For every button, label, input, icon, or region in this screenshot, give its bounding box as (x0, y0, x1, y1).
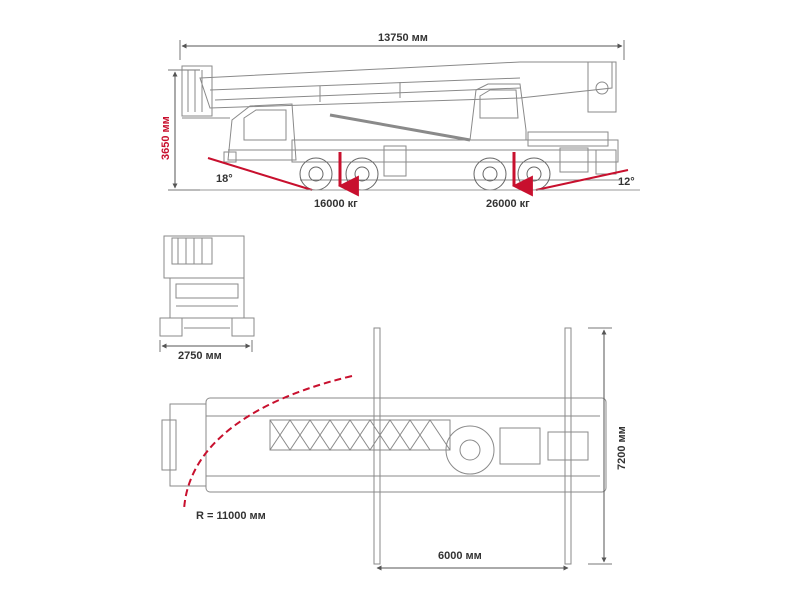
front-view (159, 235, 255, 352)
approach-angle-label: 18° (216, 173, 233, 185)
front-cab (169, 403, 207, 487)
departure-angle-label: 12° (618, 176, 635, 188)
side-view-annotations (200, 152, 640, 197)
outrigger-span-length-label: 6000 мм (438, 550, 482, 562)
boom (181, 61, 617, 119)
turning-radius-arc (183, 375, 353, 511)
outriggers (373, 327, 572, 565)
turntable (445, 425, 495, 475)
length-dimension-line (179, 40, 625, 60)
front-axle-load-label: 16000 кг (314, 198, 358, 210)
outrigger-span-width-label: 7200 мм (616, 426, 628, 470)
approach-angle-line (207, 157, 313, 191)
turning-radius-label: R = 11000 мм (196, 510, 266, 522)
overall-height-label: 3650 мм (160, 116, 172, 160)
chassis (291, 131, 620, 181)
operator-cabin (469, 83, 527, 141)
departure-angle-line (535, 169, 629, 191)
crane-body (205, 397, 607, 493)
boom-top (269, 419, 451, 451)
luffing-cylinder (329, 113, 471, 142)
top-view (161, 327, 612, 571)
rear-axle-load-label: 26000 кг (486, 198, 530, 210)
truck-cab (223, 103, 297, 163)
overall-width-label: 2750 мм (178, 350, 222, 362)
overall-length-label: 13750 мм (378, 32, 428, 44)
